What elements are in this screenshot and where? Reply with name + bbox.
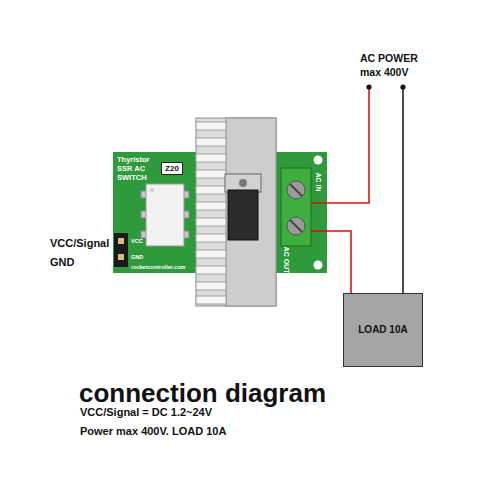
wires <box>311 84 406 293</box>
heatsink-fin <box>196 250 226 258</box>
screw-slot <box>290 220 302 232</box>
diagram-caption: VCC/Signal = DC 1.2~24V Power max 400V. … <box>80 403 238 441</box>
diagram-title: connection diagram <box>79 378 326 408</box>
heatsink-fin <box>196 170 226 178</box>
terminal-label: AC OUT <box>282 247 290 274</box>
heatsink-fin <box>196 154 226 162</box>
live-wire <box>311 87 369 203</box>
heatsink-fin <box>196 282 226 290</box>
website-label: rocketcontroller.com <box>131 264 185 271</box>
terminal-block <box>281 168 311 246</box>
heatsink-plate <box>226 118 276 306</box>
mounting-hole <box>314 261 323 270</box>
thyristor <box>225 174 261 240</box>
chip-pin <box>183 191 189 198</box>
heatsink-fin <box>196 296 226 304</box>
heatsink-fin <box>196 138 226 146</box>
load-label: LOAD 10A <box>344 294 422 366</box>
signal-label: VCC/Signal <box>50 237 109 250</box>
neutral-wire <box>402 87 404 293</box>
terminal-label: AC IN <box>314 172 322 191</box>
terminal-dot <box>366 84 371 89</box>
chip-pin <box>141 231 147 238</box>
pin-header <box>114 233 128 267</box>
component-marking: Z20 <box>162 163 182 174</box>
chip-pin <box>141 191 147 198</box>
header-body <box>114 233 128 267</box>
header-pin <box>118 238 124 244</box>
varistor-label: Z20 <box>161 162 183 175</box>
terminal-screw <box>287 181 305 199</box>
heatsink-body <box>196 118 276 306</box>
thyristor-body <box>228 190 258 240</box>
terminal-body <box>281 168 311 246</box>
heatsink-fin <box>196 186 226 194</box>
mounting-hole <box>314 156 323 165</box>
optocoupler <box>141 184 189 246</box>
chip-notch <box>150 188 154 192</box>
load-wire-stub <box>311 230 327 232</box>
load-wire <box>327 231 351 293</box>
chip-body <box>146 184 184 246</box>
signal-label: GND <box>50 256 74 269</box>
thyristor-hole <box>239 179 247 187</box>
pin-label: VCC <box>131 238 143 245</box>
thyristor-tab <box>225 174 261 192</box>
heatsink <box>196 118 276 306</box>
heatsink-fin <box>196 122 226 130</box>
pcb-board: Thyristor SSR AC SWITCH AC IN AC OUT VCC GND… <box>113 152 327 273</box>
power-label: AC POWER max 400V <box>360 51 424 79</box>
screw-slot <box>290 184 302 196</box>
load-box: LOAD 10A <box>343 293 423 367</box>
chip-pin <box>183 231 189 238</box>
terminal-screw <box>287 217 305 235</box>
heatsink-fin <box>196 218 226 226</box>
header-pin <box>118 254 124 260</box>
heatsink-fin <box>196 266 226 274</box>
terminal-dot <box>400 84 405 89</box>
pin-label: GND <box>131 254 143 261</box>
heatsink-fin <box>196 234 226 242</box>
heatsink-fin <box>196 202 226 210</box>
chip-pin <box>183 211 189 218</box>
chip-pin <box>141 211 147 218</box>
board-title: Thyristor SSR AC SWITCH <box>117 155 161 182</box>
